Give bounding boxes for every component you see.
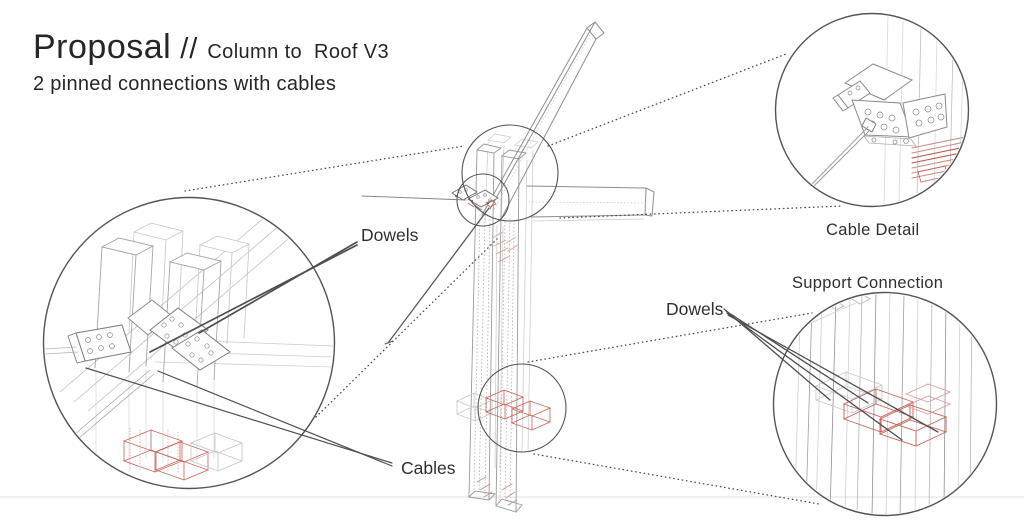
support-detail bbox=[772, 291, 998, 517]
detail-connector-lines bbox=[184, 53, 843, 505]
title-separator: // bbox=[180, 33, 199, 65]
cable-detail-circle bbox=[774, 12, 970, 208]
detail-plates bbox=[45, 299, 231, 371]
detail-gray-dowel bbox=[189, 432, 244, 472]
page-subtitle: 2 pinned connections with cables bbox=[33, 73, 337, 95]
left-detail bbox=[42, 196, 336, 490]
connection-circle-large bbox=[461, 124, 559, 222]
connector-left-to-small-circle bbox=[315, 238, 498, 418]
label-cables: Cables bbox=[401, 458, 456, 478]
title-block: Proposal // Column to Roof V3 2 pinned c… bbox=[33, 28, 389, 96]
label-cable-detail: Cable Detail bbox=[826, 221, 919, 239]
leader-dowels-support-4 bbox=[727, 314, 939, 433]
support-reference-circle bbox=[477, 363, 567, 453]
detail-back-posts bbox=[128, 222, 251, 345]
cable-detail bbox=[774, 12, 970, 208]
detail-cable-lines bbox=[67, 369, 155, 445]
main-cable-line bbox=[384, 207, 490, 345]
page-title: Proposal bbox=[33, 28, 172, 66]
title-context: Column to Roof V3 bbox=[207, 41, 390, 63]
support-detail-content bbox=[789, 294, 973, 514]
detail-red-dowels bbox=[122, 429, 210, 481]
connector-connection-to-cable-top bbox=[547, 53, 787, 147]
connector-connection-to-cable-bottom bbox=[559, 205, 843, 219]
support-diagonal-line bbox=[789, 302, 857, 333]
leader-dowels-main-1 bbox=[198, 241, 358, 334]
cable-detail-content bbox=[811, 15, 967, 205]
left-detail-content bbox=[45, 199, 333, 481]
left-detail-circle bbox=[42, 196, 336, 490]
leader-connection-reference bbox=[361, 195, 467, 201]
main-column-drawing bbox=[384, 21, 655, 513]
support-red-dowels bbox=[842, 383, 952, 447]
detail-lower-lines bbox=[95, 369, 215, 463]
mid-dowels bbox=[455, 389, 552, 431]
connection-red-hatch bbox=[491, 231, 519, 263]
leader-dowels-main-2 bbox=[149, 244, 358, 353]
connector-left-to-connection bbox=[184, 145, 465, 192]
connector-mid-to-support-top bbox=[527, 312, 813, 363]
label-dowels-main: Dowels bbox=[361, 225, 419, 245]
label-dowels-support: Dowels bbox=[666, 299, 724, 319]
detail-horizontal-beam bbox=[154, 340, 333, 368]
detail-diagonal-beam bbox=[59, 199, 333, 412]
cable-clevis bbox=[811, 117, 877, 187]
annotation-leaders bbox=[85, 195, 939, 467]
diagonal-beam bbox=[481, 21, 605, 222]
horizontal-beam bbox=[526, 185, 655, 222]
annotation-labels: Dowels Cables Dowels Cable Detail Suppor… bbox=[361, 221, 943, 478]
label-support-connection: Support Connection bbox=[792, 274, 943, 292]
support-detail-circle bbox=[772, 291, 998, 517]
detail-red-dotted bbox=[129, 427, 179, 473]
leader-cables-1 bbox=[85, 367, 393, 464]
connector-mid-to-support-bottom bbox=[533, 453, 820, 505]
cable-bracket bbox=[832, 63, 948, 147]
leader-dowels-support-3 bbox=[726, 312, 903, 441]
cable-red-hatch bbox=[911, 135, 967, 183]
column-texture-dots bbox=[473, 214, 515, 507]
base-dowel-marks bbox=[476, 476, 518, 506]
leader-cables-2 bbox=[157, 370, 393, 467]
leader-dowels-support-2 bbox=[725, 310, 869, 404]
support-posts bbox=[794, 294, 973, 514]
connection-hardware bbox=[451, 184, 499, 211]
support-gray-dowel bbox=[814, 371, 884, 414]
